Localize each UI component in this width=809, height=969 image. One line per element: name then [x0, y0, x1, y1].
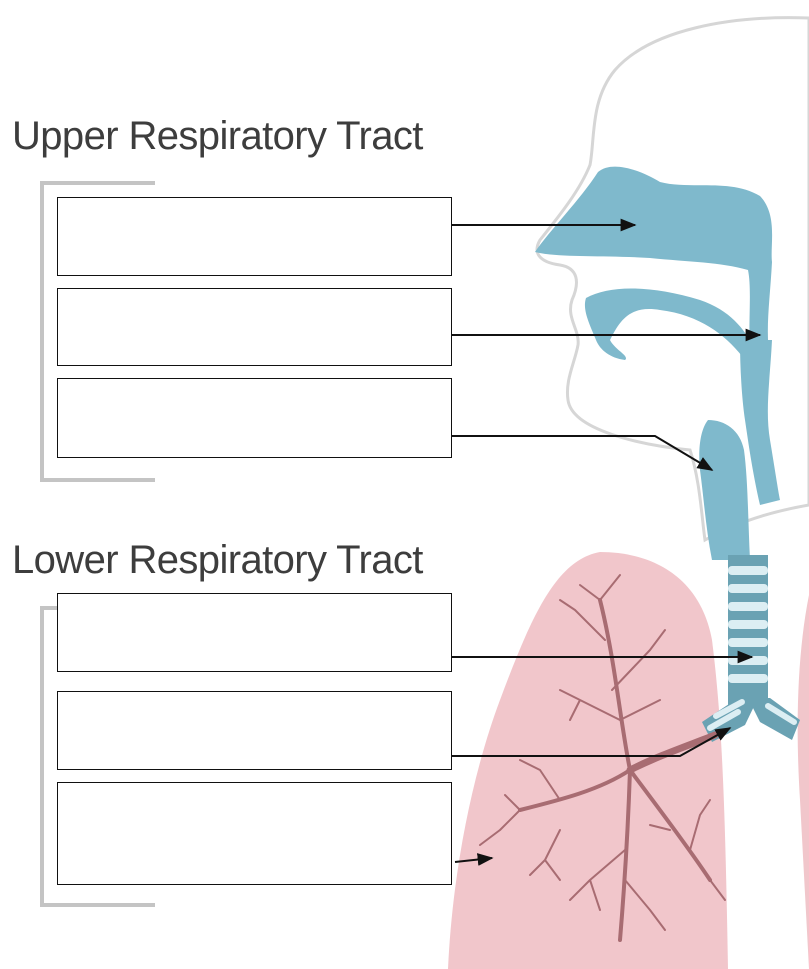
- label-input-3[interactable]: [58, 379, 451, 457]
- left-lung: [448, 552, 728, 969]
- label-input-2[interactable]: [58, 289, 451, 365]
- right-lung: [798, 595, 809, 969]
- label-input-4[interactable]: [58, 594, 451, 671]
- label-input-1[interactable]: [58, 198, 451, 275]
- label-box-1[interactable]: [57, 197, 452, 276]
- upper-respiratory-tract-heading: Upper Respiratory Tract: [12, 116, 423, 156]
- label-box-2[interactable]: [57, 288, 452, 366]
- label-box-4[interactable]: [57, 593, 452, 672]
- label-box-5[interactable]: [57, 691, 452, 770]
- label-input-5[interactable]: [58, 692, 451, 769]
- trachea: [728, 555, 768, 705]
- label-box-6[interactable]: [57, 782, 452, 885]
- label-box-3[interactable]: [57, 378, 452, 458]
- lower-respiratory-tract-heading: Lower Respiratory Tract: [12, 540, 423, 580]
- label-input-6[interactable]: [58, 783, 451, 884]
